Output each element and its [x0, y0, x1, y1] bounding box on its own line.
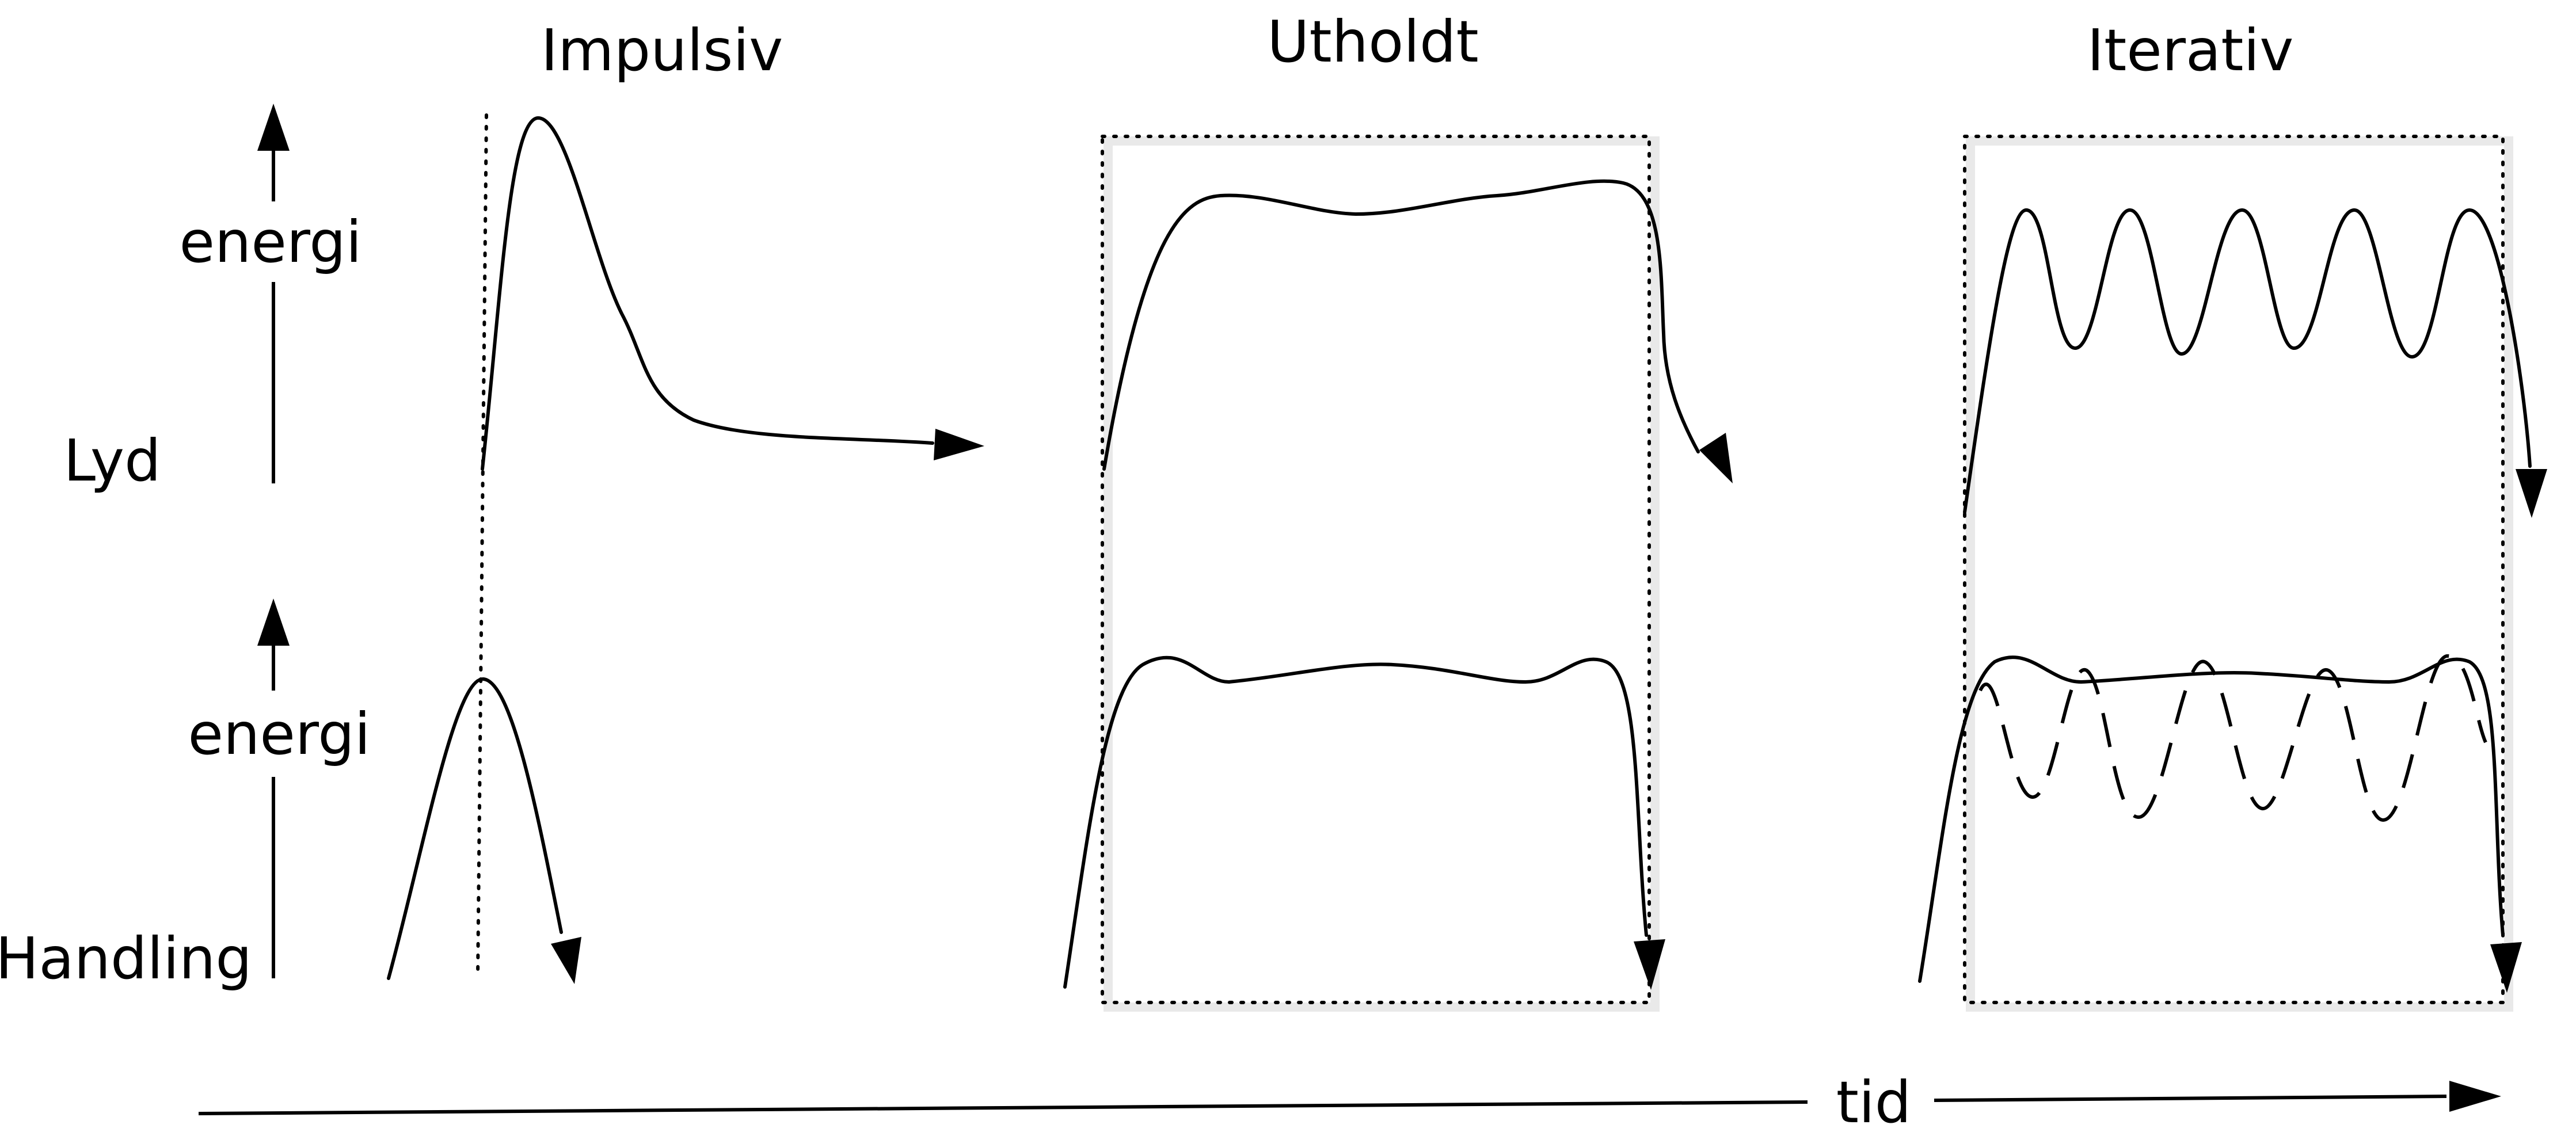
- arrow-icon: [257, 599, 290, 646]
- title-impulsive: Impulsiv: [541, 17, 783, 84]
- arrow-icon: [934, 429, 984, 460]
- title-iterative: Iterativ: [2087, 17, 2294, 84]
- impulsive-onset-line: [476, 113, 488, 977]
- title-sustained: Utholdt: [1267, 8, 1478, 75]
- arrow-icon: [1634, 939, 1665, 990]
- arrow-icon: [2490, 942, 2522, 993]
- arrow-icon: [2516, 469, 2547, 518]
- sustained-frame: [1101, 135, 1651, 1004]
- arrow-icon: [257, 104, 290, 151]
- iterative-column: [1918, 135, 2547, 1012]
- iterative-sound-curve: [1963, 208, 2532, 514]
- arrow-icon: [1699, 433, 1733, 483]
- sustained-sound-curve: [1102, 179, 1700, 471]
- iterative-frame: [1963, 135, 2505, 1004]
- time-axis: tid: [198, 1069, 2501, 1136]
- sustained-column: [1063, 135, 1733, 1012]
- action-energy-axis: [257, 599, 290, 978]
- sound-energy-axis: [257, 104, 290, 483]
- iterative-action-pulses-curve: [1978, 654, 2487, 822]
- iterative-action-curve: [1918, 655, 2505, 983]
- arrow-icon: [551, 937, 581, 984]
- impulsive-action-curve: [387, 677, 563, 980]
- sustained-action-curve: [1063, 655, 1648, 989]
- label-sound: Lyd: [63, 427, 161, 494]
- arrow-icon: [2449, 1081, 2501, 1112]
- label-energy-action: energi: [188, 700, 370, 768]
- impulsive-column: [387, 113, 984, 984]
- impulsive-sound-curve: [481, 116, 934, 471]
- label-time: tid: [1836, 1069, 1911, 1136]
- label-action: Handling: [0, 925, 252, 992]
- label-energy-sound: energi: [179, 208, 362, 276]
